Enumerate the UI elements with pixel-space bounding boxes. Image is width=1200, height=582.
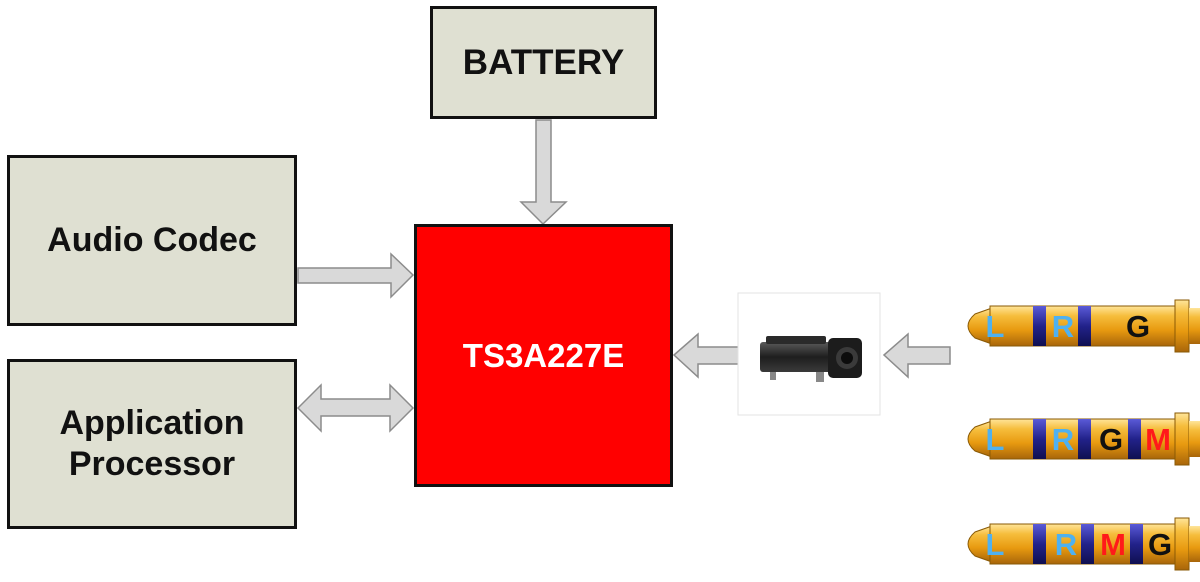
plug-ring: [1081, 524, 1094, 564]
app-chip-double-arrow: [296, 383, 415, 433]
plug-label-l: L: [986, 527, 1005, 562]
audio-codec-label: Audio Codec: [47, 221, 257, 260]
plug-label-m: M: [1145, 422, 1171, 457]
plug-ring: [1078, 419, 1091, 459]
plug-label-g: G: [1126, 309, 1150, 344]
plug-trrs-ctia: L R M G: [967, 517, 1200, 571]
plug-label-r: R: [1052, 422, 1074, 457]
plug-ring: [1033, 524, 1046, 564]
plug-label-m: M: [1100, 527, 1126, 562]
plug-label-r: R: [1052, 309, 1074, 344]
audio-jack-image: [737, 292, 881, 416]
application-processor-block: Application Processor: [7, 359, 297, 529]
plug-label-g: G: [1099, 422, 1123, 457]
plug-ring: [1033, 419, 1046, 459]
plug-label-l: L: [986, 422, 1005, 457]
battery-label: BATTERY: [462, 42, 625, 82]
plugs-to-jack-arrow: [882, 332, 951, 379]
application-processor-label: Application Processor: [59, 404, 245, 483]
battery-block: BATTERY: [430, 6, 657, 119]
plug-tip: [967, 525, 993, 563]
plug-ring: [1128, 419, 1141, 459]
chip-label: TS3A227E: [462, 336, 625, 374]
plug-ring: [1033, 306, 1046, 346]
audio-codec-block: Audio Codec: [7, 155, 297, 326]
jack-to-chip-arrow: [672, 332, 744, 379]
plug-label-r: R: [1055, 527, 1077, 562]
plug-ring: [1130, 524, 1143, 564]
plug-trs: L R G: [967, 299, 1200, 353]
ts3a227e-chip-block: TS3A227E: [414, 224, 673, 487]
plug-label-g: G: [1148, 527, 1172, 562]
plug-tip: [967, 420, 993, 458]
plug-tip: [967, 307, 993, 345]
plug-label-l: L: [986, 309, 1005, 344]
plug-ring: [1078, 306, 1091, 346]
codec-to-chip-arrow: [297, 252, 415, 299]
battery-to-chip-arrow: [519, 119, 568, 226]
plug-trrs-omtp: L R G M: [967, 412, 1200, 466]
